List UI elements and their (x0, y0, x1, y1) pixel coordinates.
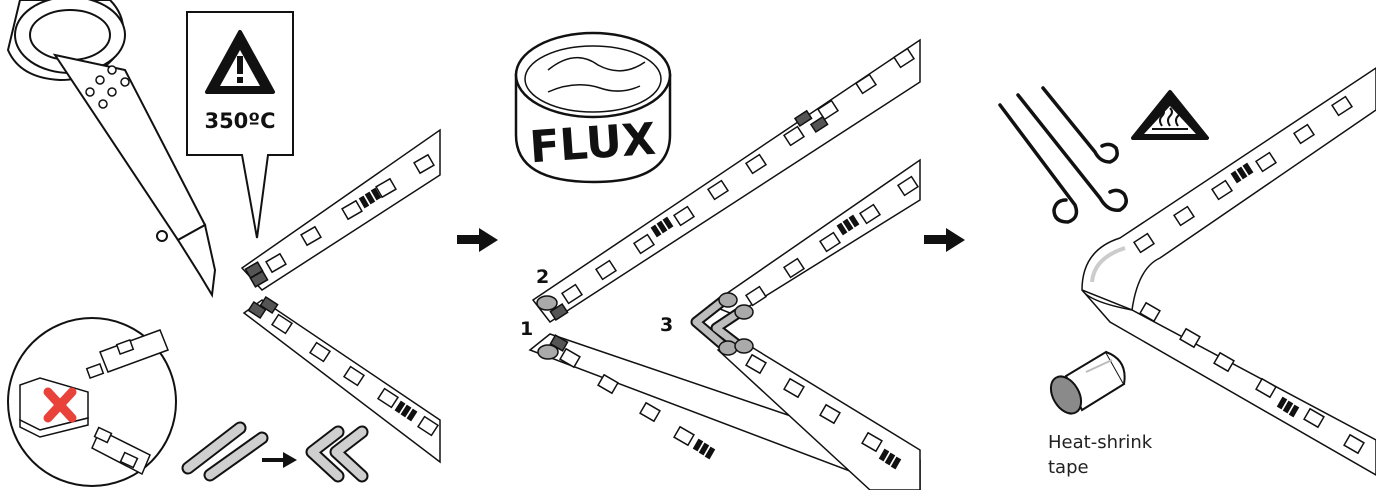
panel-3 (998, 67, 1376, 476)
step-arrow-1 (457, 228, 498, 252)
step-2-label: 2 (536, 266, 549, 288)
panel-2: FLUX (514, 31, 921, 490)
led-strip-upper (240, 128, 441, 291)
temperature-label: 350ºC (204, 109, 275, 133)
flux-jar-icon: FLUX (514, 31, 672, 184)
hot-surface-warning-icon (1131, 90, 1209, 140)
temperature-callout: 350ºC (186, 11, 294, 239)
heat-shrink-tape-icon (1049, 350, 1126, 415)
led-strip-outer-upper (531, 38, 921, 324)
warning-triangle-icon (205, 30, 275, 94)
flux-label: FLUX (528, 114, 658, 174)
step-1-label: 1 (520, 318, 533, 340)
led-strip-lower (242, 295, 441, 464)
panel-1: 350ºC (6, 0, 441, 487)
heat-shrink-tape-label: Heat-shrink tape (1048, 432, 1153, 478)
step-3-label: 3 (660, 314, 673, 336)
led-strip-inner (690, 158, 921, 490)
arrow-right-icon (262, 452, 297, 468)
soldering-iron-icon (6, 0, 217, 299)
no-connector-icon (7, 317, 177, 487)
hot-air-icon (998, 86, 1128, 224)
bend-wire-icon (181, 421, 369, 483)
step-arrow-2 (924, 228, 965, 252)
led-strip-joined (1081, 67, 1376, 476)
